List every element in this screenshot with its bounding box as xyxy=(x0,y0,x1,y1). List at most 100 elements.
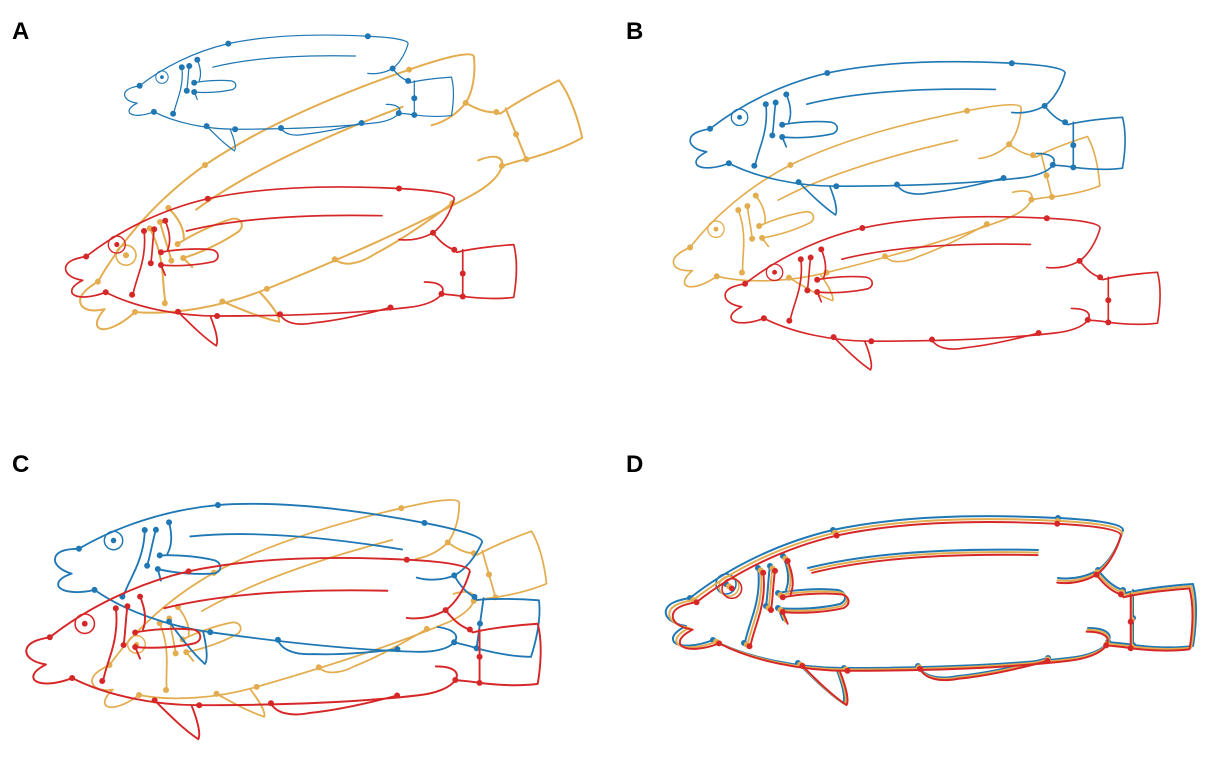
fish-landmark-point xyxy=(780,594,786,600)
fish-landmark-point xyxy=(726,160,732,166)
fish-landmark-point xyxy=(152,697,158,703)
fish-landmark-point xyxy=(113,605,119,611)
fish-landmark-point xyxy=(738,269,745,276)
fish-outline-segment xyxy=(222,284,280,338)
fish-landmark-point xyxy=(451,247,457,253)
fish-landmark-point xyxy=(749,235,756,242)
fish-landmark-point xyxy=(917,666,923,672)
fish-landmark-point xyxy=(1029,152,1036,159)
fish-landmark-point xyxy=(742,281,748,287)
fish-landmark-point xyxy=(396,185,402,191)
fish-outline-segment xyxy=(690,129,729,168)
fish-outline-segment xyxy=(674,96,1035,247)
fish-landmark-point xyxy=(859,225,865,231)
fish-landmark-point xyxy=(132,629,138,635)
fish-landmark-point xyxy=(99,678,105,684)
fish-outline-segment xyxy=(197,540,396,611)
fish-landmark-point xyxy=(818,246,824,252)
fish-landmark-point xyxy=(191,80,197,86)
fish-landmark-point xyxy=(760,570,766,576)
fish-outline-segment xyxy=(197,60,200,81)
fish-landmark-point xyxy=(1070,164,1076,170)
fish-outline-segment xyxy=(745,217,1100,284)
fish-landmark-point xyxy=(396,110,402,116)
fish-outline-segment xyxy=(842,244,1031,259)
fish-outline-segment xyxy=(86,187,454,257)
blue-fish xyxy=(43,470,550,709)
fish-landmark-point xyxy=(148,260,154,266)
fish-outline-segment xyxy=(772,103,775,136)
fish-landmark-point xyxy=(151,109,157,115)
fish-eye-pupil xyxy=(82,621,88,627)
panel-a-figure xyxy=(0,0,606,380)
fish-outline-segment xyxy=(140,597,145,630)
fish-landmark-point xyxy=(1128,619,1134,625)
fish-outline-segment xyxy=(174,67,183,114)
fish-landmark-point xyxy=(763,101,769,107)
fish-landmark-point xyxy=(405,78,411,84)
fish-landmark-point xyxy=(1044,658,1050,664)
fish-outline-segment xyxy=(75,273,137,335)
fish-landmark-point xyxy=(833,183,839,189)
fish-landmark-point xyxy=(205,196,211,202)
fish-landmark-point xyxy=(694,599,700,605)
fish-landmark-point xyxy=(196,702,202,708)
fish-landmark-point xyxy=(405,66,413,74)
fish-outline-segment xyxy=(802,666,847,705)
fish-landmark-point xyxy=(1054,521,1060,527)
fish-landmark-point xyxy=(477,654,483,660)
panel-b-figure xyxy=(606,0,1212,380)
fish-landmark-point xyxy=(1105,297,1111,303)
fish-outline-segment xyxy=(26,637,72,683)
fish-landmark-point xyxy=(186,63,192,69)
fish-landmark-point xyxy=(768,607,774,613)
fish-landmark-point xyxy=(808,255,814,261)
fish-landmark-point xyxy=(779,122,785,128)
fish-outline-segment xyxy=(774,140,961,200)
fish-landmark-point xyxy=(421,520,428,527)
fish-eye-pupil xyxy=(713,226,719,232)
fish-outline-segment xyxy=(799,182,837,215)
fish-outline-segment xyxy=(187,215,383,231)
fish-landmark-point xyxy=(773,100,779,106)
fish-outline-segment xyxy=(744,206,755,239)
fish-landmark-point xyxy=(275,636,282,643)
fish-landmark-point xyxy=(755,222,762,229)
fish-outline-segment xyxy=(690,516,1123,598)
fish-landmark-point xyxy=(824,70,830,76)
fish-landmark-point xyxy=(215,502,222,509)
fish-landmark-point xyxy=(121,642,127,648)
fish-landmark-point xyxy=(141,527,148,534)
fish-landmark-point xyxy=(214,313,220,319)
fish-eye-pupil xyxy=(122,251,130,259)
fish-landmark-point xyxy=(1050,162,1056,168)
fish-landmark-point xyxy=(137,594,143,600)
fish-landmark-point xyxy=(225,41,231,47)
fish-landmark-point xyxy=(1085,317,1091,323)
fish-landmark-point xyxy=(751,163,757,169)
fish-landmark-point xyxy=(268,700,274,706)
fish-landmark-point xyxy=(1077,258,1083,264)
fish-landmark-point xyxy=(460,270,466,276)
fish-landmark-point xyxy=(814,277,820,283)
fish-eye-pupil xyxy=(160,75,164,79)
fish-landmark-point xyxy=(735,206,742,213)
fish-landmark-point xyxy=(512,130,520,138)
fish-landmark-point xyxy=(779,134,785,140)
fish-landmark-point xyxy=(278,125,284,131)
fish-outline-segment xyxy=(782,122,837,138)
fish-landmark-point xyxy=(191,89,197,95)
fish-outline-segment xyxy=(158,552,222,578)
fish-landmark-point xyxy=(1001,175,1007,181)
fish-landmark-point xyxy=(1118,591,1124,597)
fish-landmark-point xyxy=(83,253,89,259)
fish-outline-segment xyxy=(79,474,484,604)
fish-outline-segment xyxy=(807,258,810,291)
fish-outline-segment xyxy=(758,210,815,239)
fish-landmark-point xyxy=(467,627,473,633)
fish-landmark-point xyxy=(69,675,75,681)
fish-landmark-point xyxy=(772,568,778,574)
blue-fish xyxy=(125,33,454,151)
fish-outline-segment xyxy=(67,44,499,282)
fish-landmark-point xyxy=(158,262,164,268)
